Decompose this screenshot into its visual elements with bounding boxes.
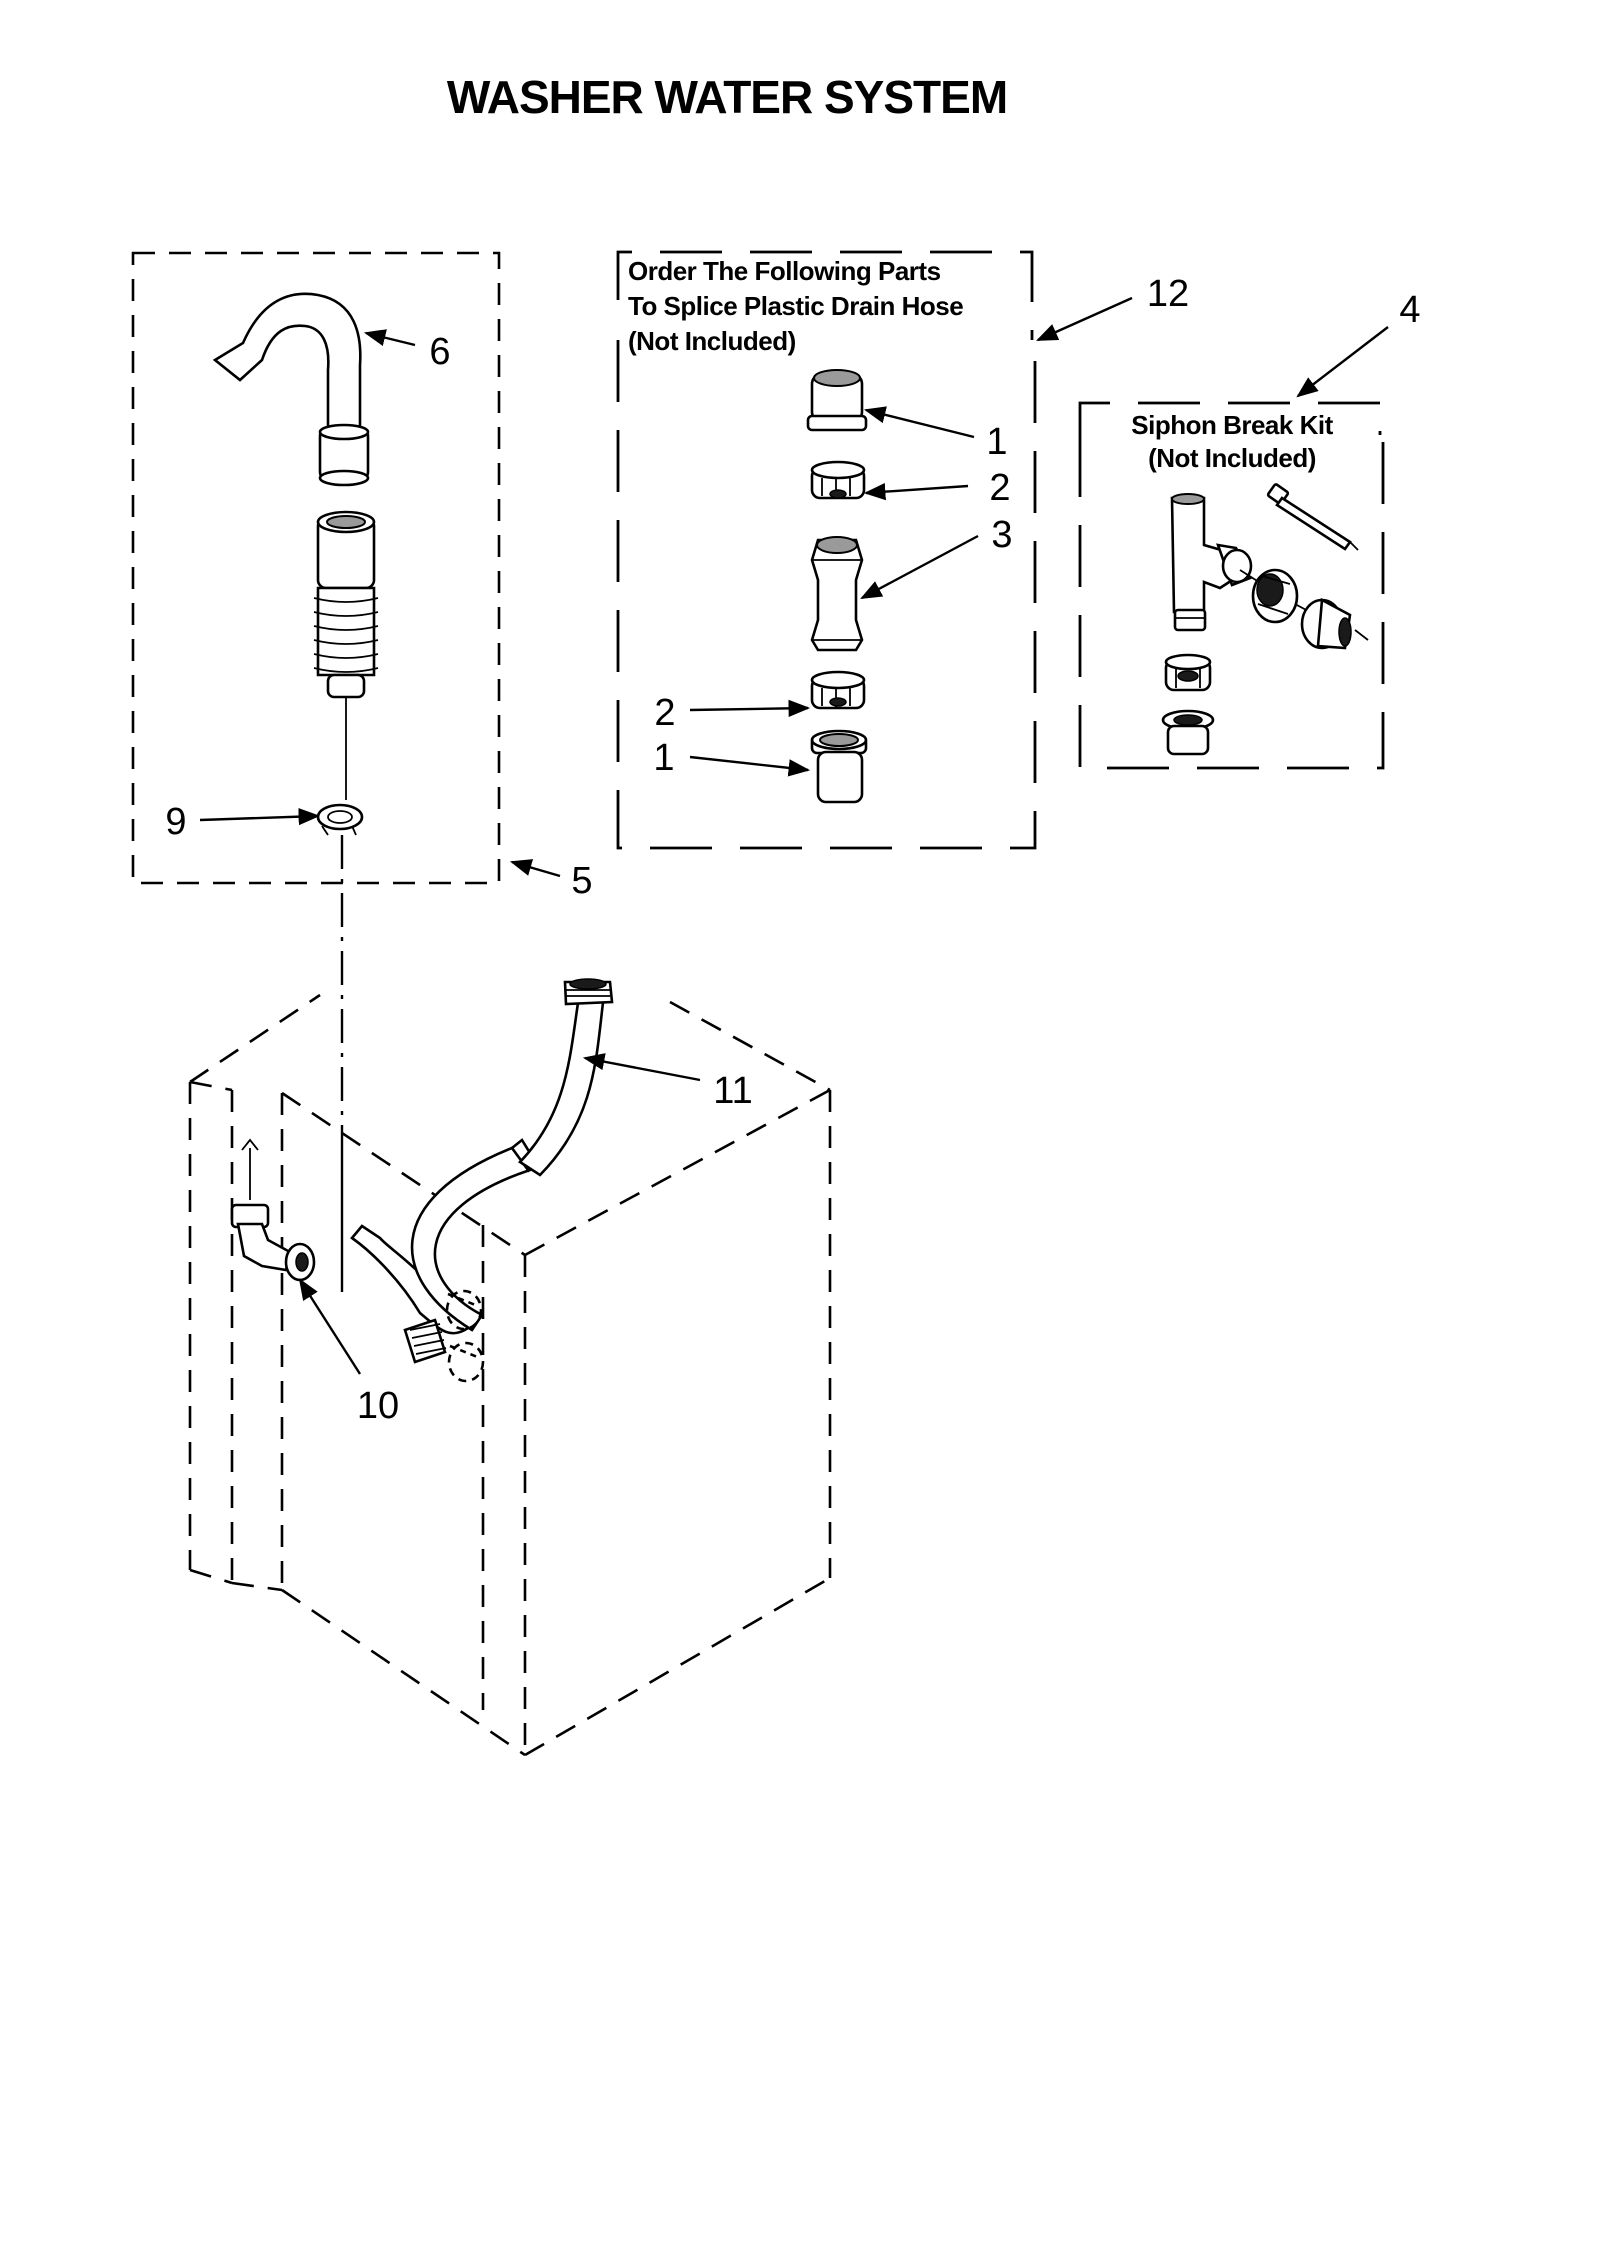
part-11-inlet-hose	[350, 978, 614, 1364]
part-2-clamp-top	[810, 460, 866, 500]
callout-2-top: 2	[989, 467, 1010, 509]
part-3-splice-tube	[810, 536, 864, 652]
callout-12: 12	[1147, 273, 1189, 315]
callout-3: 3	[991, 514, 1012, 556]
diagram-title: WASHER WATER SYSTEM	[447, 71, 1007, 123]
siphon-cable-tie	[1266, 483, 1359, 551]
siphon-coupling	[1161, 709, 1215, 756]
part-1-coupling-top	[806, 369, 868, 432]
callout-5: 5	[571, 860, 592, 902]
siphon-nut-1	[1239, 568, 1299, 624]
siphon-box-line-2: (Not Included)	[1148, 443, 1316, 473]
callout-1-bottom: 1	[653, 737, 674, 779]
washer-cabinet-outline	[188, 993, 832, 1757]
drain-hose-assembly-box	[131, 251, 501, 885]
callout-arrows	[199, 296, 1389, 1375]
splice-box-line-2: To Splice Plastic Drain Hose	[628, 291, 963, 321]
siphon-clamp	[1164, 653, 1212, 692]
callout-10: 10	[357, 1385, 399, 1427]
callout-1-top: 1	[986, 421, 1007, 463]
part-6-drain-hose-hook	[212, 292, 370, 487]
callout-2-bottom: 2	[654, 692, 675, 734]
water-inlet-valve-ports	[445, 1289, 485, 1383]
callout-4: 4	[1399, 289, 1420, 331]
part-10-drain-elbow	[230, 1138, 316, 1282]
siphon-nut-2	[1294, 597, 1369, 650]
callout-9: 9	[165, 801, 186, 843]
part-9-hose-clamp	[316, 803, 364, 836]
splice-parts-box	[616, 250, 1037, 850]
siphon-tee-fitting	[1170, 493, 1253, 632]
callout-6: 6	[429, 331, 450, 373]
part-1-coupling-bottom	[810, 729, 868, 804]
siphon-box-line-1: Siphon Break Kit	[1131, 410, 1333, 440]
callout-11: 11	[713, 1070, 752, 1112]
part-5-corrugated-hose-end	[313, 510, 379, 699]
siphon-break-kit-box	[1078, 401, 1385, 770]
part-2-clamp-bottom	[810, 670, 866, 710]
splice-box-line-1: Order The Following Parts	[628, 256, 941, 286]
splice-box-line-3: (Not Included)	[628, 326, 796, 356]
